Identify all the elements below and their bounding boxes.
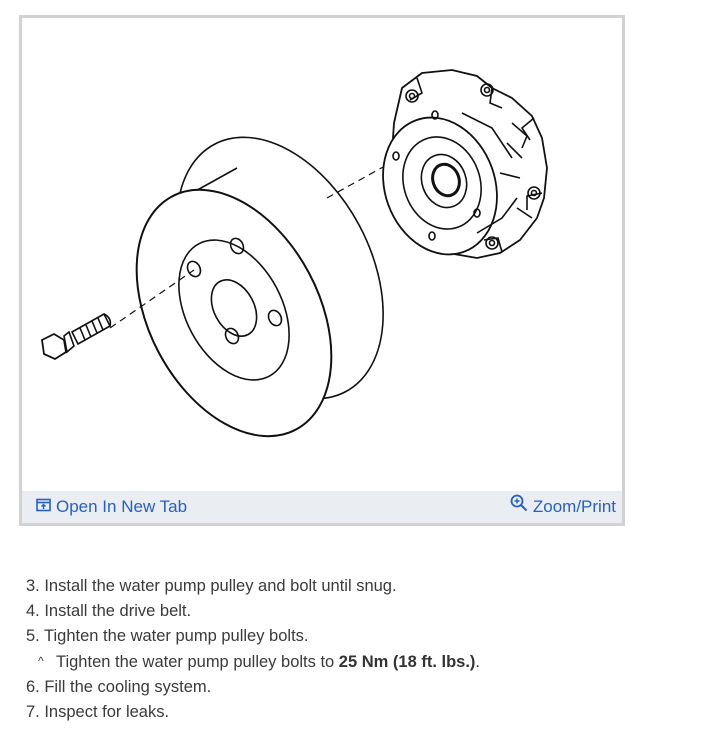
pulley-bolt-hole-1 — [229, 237, 245, 255]
open-in-new-tab-link[interactable]: Open In New Tab — [36, 491, 187, 523]
open-in-new-tab-label: Open In New Tab — [56, 497, 188, 516]
substep-period: . — [475, 653, 481, 671]
step-5: 5. Tighten the water pump pulley bolts. — [26, 627, 309, 645]
zoom-print-link[interactable]: Zoom/Print — [510, 491, 616, 523]
water-pump — [382, 69, 548, 259]
zoom-magnifier-icon — [510, 491, 528, 523]
substep-text: Tighten the water pump pulley bolts to — [56, 653, 339, 671]
pulley-hub-ring — [178, 239, 290, 381]
instruction-steps: 3. Install the water pump pulley and bol… — [26, 574, 480, 725]
torque-value: 25 Nm (18 ft. lbs.) — [338, 653, 476, 671]
step-7: 7. Inspect for leaks. — [26, 703, 170, 721]
alignment-line-bolt — [109, 269, 195, 329]
pulley-bolt-hole-2 — [267, 309, 283, 327]
pulley-bolt-hole-4 — [186, 260, 202, 278]
step-4: 4. Install the drive belt. — [26, 602, 192, 620]
pulley-bolt-hole-3 — [224, 327, 240, 345]
step-3: 3. Install the water pump pulley and bol… — [26, 577, 397, 595]
caret-marker: ^ — [38, 654, 44, 668]
step-6: 6. Fill the cooling system. — [26, 678, 212, 696]
pulley-front-face — [135, 188, 333, 438]
figure-frame: Open In New Tab Zoom/Print — [19, 15, 625, 526]
bolt — [41, 312, 112, 361]
figure-toolbar: Open In New Tab Zoom/Print — [22, 491, 622, 523]
zoom-print-label: Zoom/Print — [532, 497, 616, 516]
water-pump-pulley-illustration — [41, 69, 548, 438]
open-in-new-tab-icon — [36, 491, 51, 523]
pulley-center-hole — [210, 279, 258, 337]
step-5-substep: ^Tighten the water pump pulley bolts to … — [26, 649, 480, 675]
